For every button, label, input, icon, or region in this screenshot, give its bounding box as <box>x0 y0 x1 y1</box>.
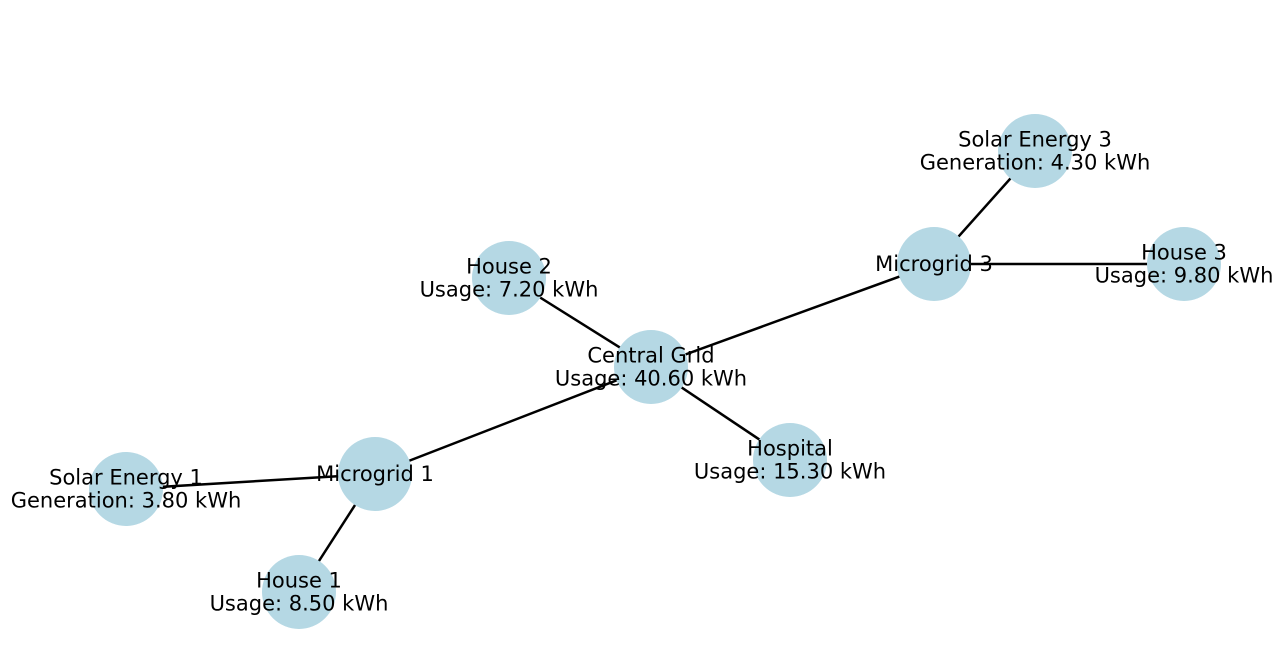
node-microgrid-3 <box>897 227 971 301</box>
node-label-microgrid-1: Microgrid 1 <box>316 462 434 486</box>
node-label-house-2: House 2 <box>466 255 552 279</box>
edge-central-grid-to-microgrid-1 <box>374 365 652 476</box>
node-solar-energy-3 <box>998 114 1072 188</box>
node-detail-house-2: Usage: 7.20 kWh <box>420 278 599 302</box>
node-detail-solar-energy-3: Generation: 4.30 kWh <box>920 151 1151 175</box>
node-house-3 <box>1147 227 1221 301</box>
node-label-central-grid: Central Grid <box>587 344 714 368</box>
edge-microgrid-1-to-solar-energy-1 <box>125 472 376 491</box>
node-label-microgrid-3: Microgrid 3 <box>875 252 993 276</box>
node-label-solar-energy-1: Solar Energy 1 <box>49 466 203 490</box>
node-microgrid-1 <box>338 437 412 511</box>
edge-central-grid-to-microgrid-3 <box>650 262 935 369</box>
node-label-house-3: House 3 <box>1141 241 1227 265</box>
node-label-solar-energy-3: Solar Energy 3 <box>958 128 1112 152</box>
node-house-1 <box>262 555 336 629</box>
node-central-grid <box>614 330 688 404</box>
node-detail-solar-energy-1: Generation: 3.80 kWh <box>11 489 242 513</box>
node-detail-central-grid: Usage: 40.60 kWh <box>555 367 747 391</box>
nodes-layer <box>89 114 1221 629</box>
node-detail-hospital: Usage: 15.30 kWh <box>694 460 886 484</box>
node-detail-house-3: Usage: 9.80 kWh <box>1095 264 1274 288</box>
node-detail-house-1: Usage: 8.50 kWh <box>210 592 389 616</box>
node-hospital <box>753 423 827 497</box>
node-label-hospital: Hospital <box>747 437 833 461</box>
node-house-2 <box>472 241 546 315</box>
node-label-house-1: House 1 <box>256 569 342 593</box>
node-solar-energy-1 <box>89 452 163 526</box>
